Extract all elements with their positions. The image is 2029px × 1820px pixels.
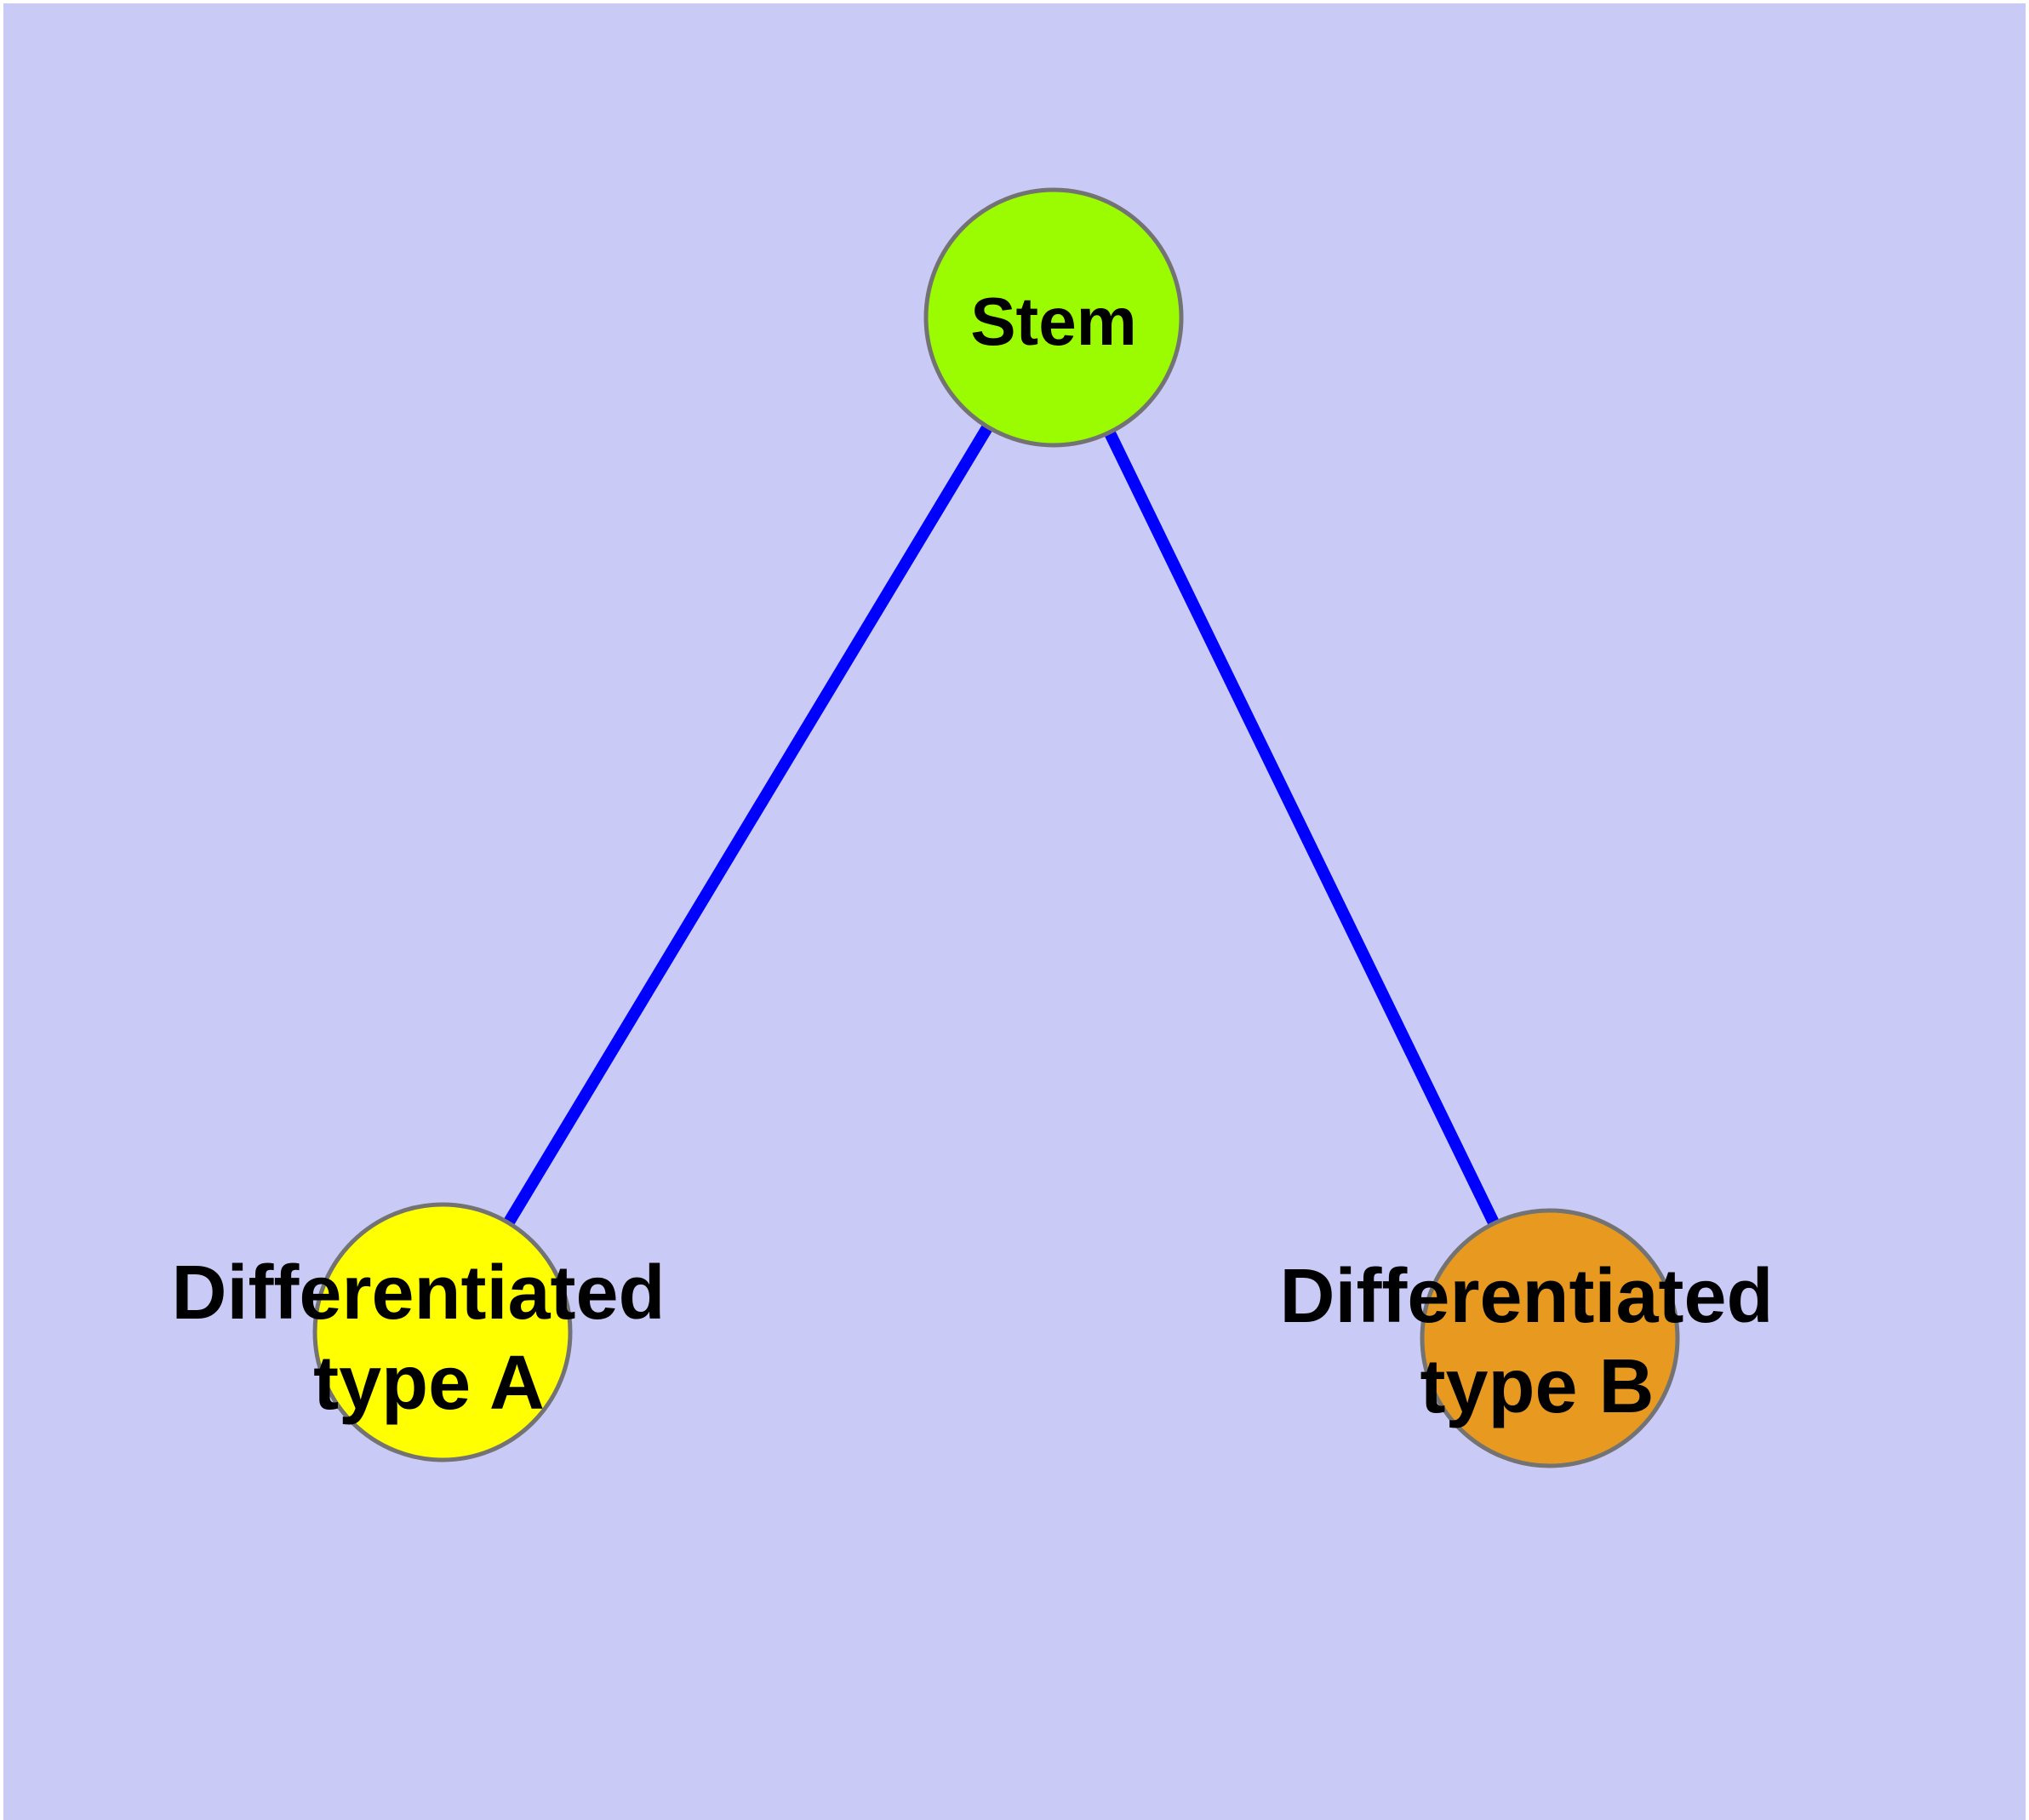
- node-differentiated-type-b-label: Differentiated type B: [1279, 1254, 1794, 1429]
- node-stem-circle: [923, 187, 1184, 448]
- node-differentiated-type-a-circle: [312, 1202, 573, 1462]
- edge-stem-to-type-a: [437, 314, 1059, 1336]
- node-differentiated-type-b-label-line2: type B: [1420, 1344, 1654, 1429]
- node-differentiated-type-a-label: Differentiated type A: [171, 1251, 686, 1426]
- node-differentiated-type-b-circle: [1420, 1208, 1680, 1468]
- node-differentiated-type-a-label-line2: type A: [313, 1341, 545, 1426]
- node-differentiated-type-b-label-line1: Differentiated: [1279, 1254, 1773, 1339]
- node-stem-label: Stem: [970, 283, 1137, 359]
- edge-stem-to-type-b: [1048, 314, 1556, 1342]
- node-differentiated-type-a-label-line1: Differentiated: [171, 1251, 665, 1336]
